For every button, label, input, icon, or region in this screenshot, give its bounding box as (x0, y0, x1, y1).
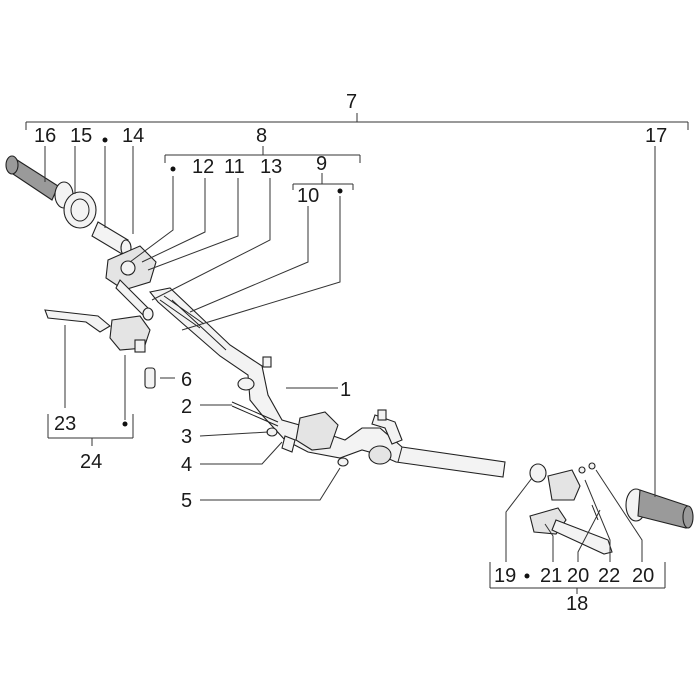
label-2: 2 (181, 396, 192, 418)
label-20-left: 20 (567, 565, 589, 587)
left-brake-lever (44, 309, 151, 353)
handlebar-tube (149, 287, 506, 478)
spacer-6 (144, 367, 156, 389)
right-switch-housing (529, 462, 596, 501)
label-22: 22 (598, 565, 620, 587)
bolt-2-b (231, 405, 279, 427)
label-7: 7 (346, 91, 357, 113)
label-14: 14 (122, 125, 144, 147)
label-1: 1 (340, 379, 351, 401)
right-brake-lever (529, 504, 613, 555)
marker-dot-14 (102, 137, 108, 143)
nut-4 (281, 435, 296, 453)
handlebar-bolt-top (377, 409, 387, 421)
label-24: 24 (80, 451, 102, 473)
label-9: 9 (316, 153, 327, 175)
marker-dot-21 (524, 573, 530, 579)
grip-ring (63, 191, 97, 229)
label-4: 4 (181, 454, 192, 476)
label-23: 23 (54, 413, 76, 435)
marker-dot-12 (170, 166, 176, 172)
label-8: 8 (256, 125, 267, 147)
washer-3 (266, 427, 278, 437)
bolt-long (159, 299, 201, 329)
handlebar-stud (262, 356, 272, 368)
right-grip (625, 488, 694, 529)
left-switch-housing (105, 245, 157, 321)
marker-dot-24 (122, 421, 128, 427)
label-17: 17 (645, 125, 667, 147)
label-6: 6 (181, 369, 192, 391)
label-11: 11 (224, 156, 245, 178)
label-18: 18 (566, 593, 588, 615)
bolt-long-2 (163, 295, 205, 325)
label-13: 13 (260, 156, 282, 178)
grip-ring-inner (70, 198, 90, 222)
part-labels: 7 16 15 14 8 17 12 11 13 9 10 6 1 2 23 3… (34, 91, 667, 615)
marker-dot-9 (337, 188, 343, 194)
label-20-right: 20 (632, 565, 654, 587)
label-21: 21 (540, 565, 562, 587)
handlebar-bracket (371, 414, 403, 445)
washer-5 (337, 457, 349, 467)
label-19: 19 (494, 565, 516, 587)
leader-lines (25, 113, 689, 594)
label-15: 15 (70, 125, 92, 147)
left-grip (5, 155, 74, 209)
label-3: 3 (181, 426, 192, 448)
label-16: 16 (34, 125, 56, 147)
bolt-2 (231, 401, 279, 423)
label-10: 10 (297, 185, 319, 207)
handlebar-boss (237, 377, 255, 391)
label-5: 5 (181, 490, 192, 512)
center-clamp (295, 411, 339, 451)
handlebar-socket (368, 445, 392, 465)
label-12: 12 (192, 156, 214, 178)
